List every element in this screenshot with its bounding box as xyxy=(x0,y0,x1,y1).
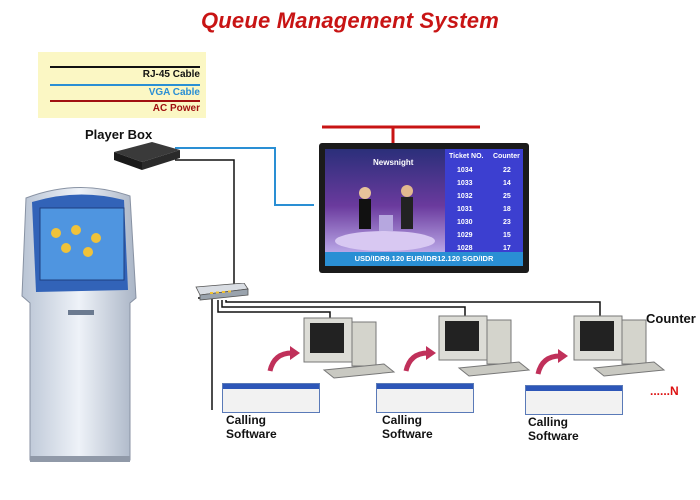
legend-label-rj45: RJ-45 Cable xyxy=(142,69,200,80)
switch-to-counter-3-cable xyxy=(225,300,601,318)
calling-software-label-3: Calling Software xyxy=(528,415,579,443)
switch-to-counter-2-cable xyxy=(221,300,466,318)
ticket-kiosk xyxy=(21,186,137,462)
software-line: Software xyxy=(528,429,579,443)
curved-arrow-icon xyxy=(403,346,436,372)
ticket-table-header: Ticket NO. Counter xyxy=(445,151,523,163)
ticket-cell: 1034 xyxy=(457,167,473,174)
cable-legend: RJ-45 Cable VGA Cable AC Power xyxy=(38,52,206,118)
counter-cell: 22 xyxy=(503,167,511,174)
header-ticket: Ticket NO. xyxy=(449,153,484,160)
ticket-cell: 1028 xyxy=(457,245,473,252)
counter-computer-2 xyxy=(438,315,531,377)
curved-arrow-icon xyxy=(535,349,568,375)
window-titlebar xyxy=(223,384,319,389)
table-row: 1031 18 xyxy=(445,204,523,217)
table-row: 1029 15 xyxy=(445,230,523,243)
studio-scene-icon xyxy=(335,185,435,251)
table-row: 1028 17 xyxy=(445,243,523,256)
counter-computer-3 xyxy=(573,315,666,377)
table-row: 1032 25 xyxy=(445,191,523,204)
curved-arrow-icon xyxy=(267,346,300,372)
ticket-cell: 1031 xyxy=(457,206,473,213)
calling-software-window-3 xyxy=(525,385,623,415)
ticket-cell: 1032 xyxy=(457,193,473,200)
counter-cell: 17 xyxy=(503,245,511,252)
switch-to-counter-1-cable xyxy=(217,300,331,320)
counter-computer-1 xyxy=(303,317,396,379)
player-box-icon xyxy=(114,142,180,170)
calling-software-window-2 xyxy=(376,383,474,413)
tv-video-area: Newsnight xyxy=(325,149,445,252)
table-row: 1033 14 xyxy=(445,178,523,191)
legend-label-vga: VGA Cable xyxy=(148,87,200,98)
software-line: Software xyxy=(382,427,433,441)
diagram-title: Queue Management System xyxy=(200,8,500,33)
calling-software-window-1 xyxy=(222,383,320,413)
vga-cable xyxy=(175,147,314,206)
n-counters-label: ......N xyxy=(650,384,679,398)
legend-item-vga: VGA Cable xyxy=(50,84,200,98)
table-row: 1030 23 xyxy=(445,217,523,230)
table-row: 1034 22 xyxy=(445,165,523,178)
rj45-line xyxy=(50,66,200,68)
ticket-cell: 1029 xyxy=(457,232,473,239)
network-switch-icon xyxy=(195,283,249,301)
calling-line: Calling xyxy=(382,413,423,427)
player-box-label: Player Box xyxy=(85,127,153,142)
calling-line: Calling xyxy=(528,415,569,429)
news-logo: Newsnight xyxy=(373,158,414,167)
calling-software-label-1: Calling Software xyxy=(226,413,277,441)
counter-cell: 18 xyxy=(503,206,511,213)
counter-cell: 14 xyxy=(503,180,511,187)
counter-cell: 23 xyxy=(503,219,511,226)
counter-cell: 15 xyxy=(503,232,511,239)
legend-label-power: AC Power xyxy=(152,103,200,114)
legend-item-rj45: RJ-45 Cable xyxy=(50,66,200,80)
window-titlebar xyxy=(526,386,622,391)
header-counter: Counter xyxy=(493,153,520,160)
kiosk-to-switch-cable xyxy=(198,297,213,410)
counter-label: Counter xyxy=(646,311,696,326)
vga-line xyxy=(50,84,200,86)
ticket-cell: 1030 xyxy=(457,219,473,226)
currency-ticker: USD/IDR9.120 EUR/IDR12.120 SGD/IDR xyxy=(325,252,523,266)
ticket-table: Ticket NO. Counter 1034 22 1033 14 1032 … xyxy=(445,149,523,252)
power-line xyxy=(50,100,200,102)
legend-item-power: AC Power xyxy=(50,100,200,114)
software-line: Software xyxy=(226,427,277,441)
window-titlebar xyxy=(377,384,473,389)
calling-software-label-2: Calling Software xyxy=(382,413,433,441)
player-to-switch-cable xyxy=(175,159,235,290)
counter-cell: 25 xyxy=(503,193,511,200)
ticket-cell: 1033 xyxy=(457,180,473,187)
queue-display-tv: Newsnight Ticket NO. Counter 1034 22 103… xyxy=(319,143,529,273)
calling-line: Calling xyxy=(226,413,267,427)
